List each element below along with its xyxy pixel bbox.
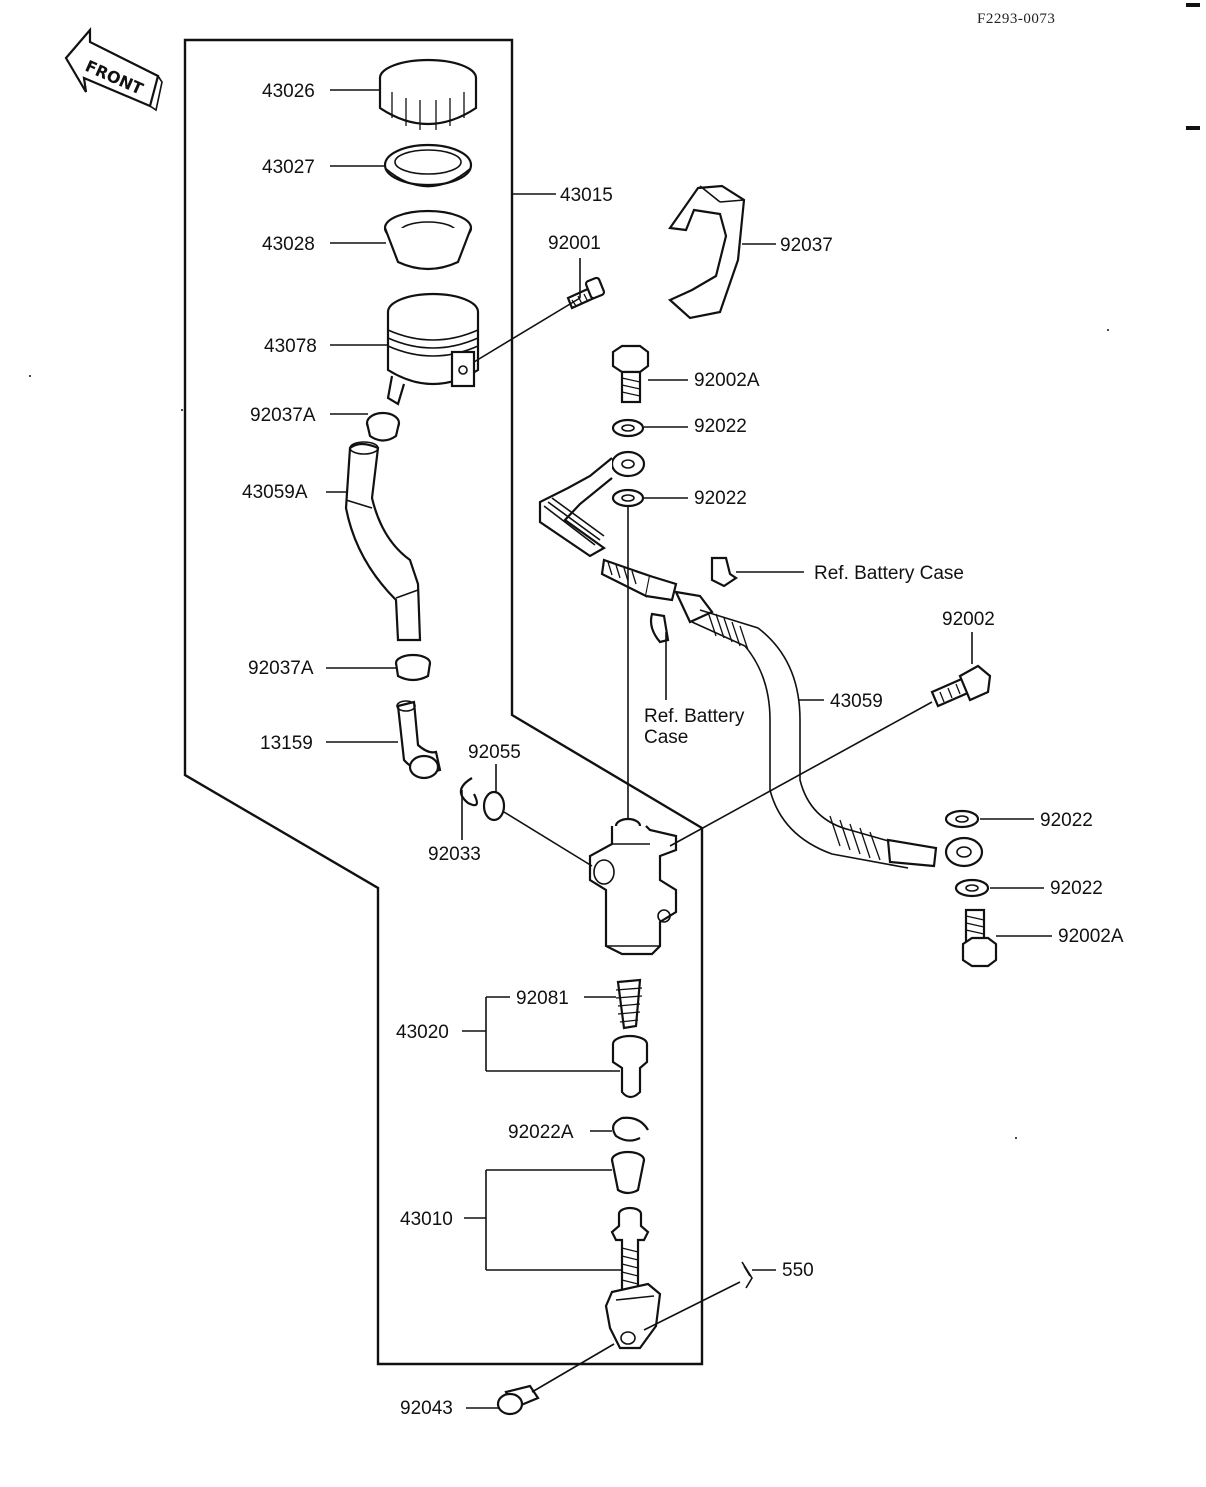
hose-clip-92037A-bottom xyxy=(394,653,432,682)
label-92002A-bottom: 92002A xyxy=(1058,926,1124,947)
banjo-bolt-92002A-top xyxy=(611,344,650,404)
piston-43020 xyxy=(611,1034,649,1099)
leader-lines xyxy=(326,89,1052,1409)
label-92043: 92043 xyxy=(400,1398,453,1419)
reservoir-cap-43026 xyxy=(378,58,478,130)
scan-speck xyxy=(1015,1137,1017,1139)
label-92002A-top: 92002A xyxy=(694,370,760,391)
label-92081: 92081 xyxy=(516,988,569,1009)
label-43020: 43020 xyxy=(396,1022,449,1043)
drawing-code: F2293-0073 xyxy=(977,11,1055,27)
label-13159: 13159 xyxy=(260,733,313,754)
label-92022-b: 92022 xyxy=(694,488,747,509)
diaphragm-plate-43027 xyxy=(383,143,473,188)
washer-hole xyxy=(621,424,635,432)
reservoir-43078 xyxy=(386,292,480,406)
edge-mark-top xyxy=(1186,3,1200,7)
hose-clip-92037A-top xyxy=(365,411,401,442)
cotter-pin-550 xyxy=(741,1261,753,1289)
label-ref-battery-case-2b: Case xyxy=(644,727,688,748)
boot-43010 xyxy=(610,1150,646,1195)
edge-mark-bottom xyxy=(1186,126,1200,130)
label-43027: 43027 xyxy=(262,157,315,178)
label-43010: 43010 xyxy=(400,1209,453,1230)
washer-92022-a xyxy=(611,418,645,438)
washer-92022-d xyxy=(954,878,990,898)
elbow-fitting-13159 xyxy=(396,700,442,780)
scan-speck xyxy=(377,1105,379,1107)
label-43059A: 43059A xyxy=(242,482,308,503)
brake-hose-upper xyxy=(538,450,714,624)
clamp-92037 xyxy=(668,184,746,320)
label-92037A-bottom: 92037A xyxy=(248,658,314,679)
clevis-pin-92043 xyxy=(496,1384,540,1416)
washer-92022-b xyxy=(611,488,645,508)
label-43028: 43028 xyxy=(262,234,315,255)
circlip-92022A xyxy=(612,1116,649,1142)
label-43026: 43026 xyxy=(262,81,315,102)
label-92022-d: 92022 xyxy=(1050,878,1103,899)
label-ref-battery-case-2a: Ref. Battery xyxy=(644,706,745,727)
reservoir-hose-43059A xyxy=(344,441,422,642)
label-92002: 92002 xyxy=(942,609,995,630)
label-43015: 43015 xyxy=(560,185,613,206)
washer-hole xyxy=(621,494,635,502)
label-92022-c: 92022 xyxy=(1040,810,1093,831)
diaphragm-43028 xyxy=(383,209,473,271)
scan-speck xyxy=(29,375,31,377)
washer-hole xyxy=(955,815,969,823)
label-92022-a: 92022 xyxy=(694,416,747,437)
screw-92001 xyxy=(566,276,606,310)
bolt-92002 xyxy=(930,664,992,708)
scan-speck xyxy=(1107,329,1109,331)
label-92037A-top: 92037A xyxy=(250,405,316,426)
banjo-bolt-92002A-bottom xyxy=(961,908,998,968)
label-550: 550 xyxy=(782,1260,814,1281)
spring-92081 xyxy=(615,978,643,1030)
scan-speck xyxy=(181,409,183,411)
washer-hole xyxy=(965,884,979,892)
washer-92022-c xyxy=(944,809,980,829)
front-arrow-icon: FRONT xyxy=(64,27,163,112)
label-92055: 92055 xyxy=(468,742,521,763)
label-43059: 43059 xyxy=(830,691,883,712)
assembly-outline-43015 xyxy=(183,38,704,1366)
label-92022A: 92022A xyxy=(508,1122,574,1143)
battery-case-bracket-1 xyxy=(710,556,738,588)
label-92001: 92001 xyxy=(548,233,601,254)
o-ring-92055 xyxy=(482,790,506,822)
brake-hose-43059 xyxy=(691,609,984,869)
label-92037: 92037 xyxy=(780,235,833,256)
snap-ring-92033 xyxy=(459,777,478,807)
master-cylinder-body xyxy=(588,817,678,956)
push-rod-43010 xyxy=(604,1206,662,1350)
label-92033: 92033 xyxy=(428,844,481,865)
label-43078: 43078 xyxy=(264,336,317,357)
label-ref-battery-case-1: Ref. Battery Case xyxy=(814,563,964,584)
